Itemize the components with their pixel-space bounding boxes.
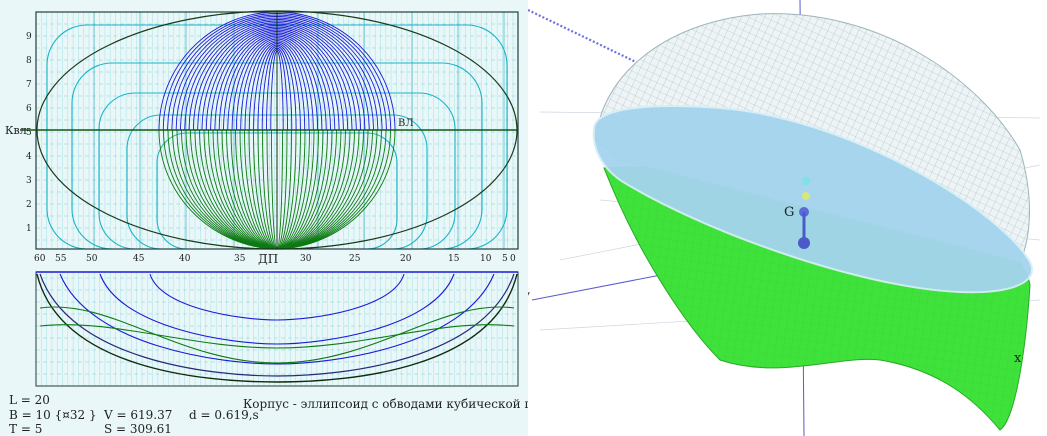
y-tick-label: 2 bbox=[26, 200, 32, 210]
x-tick-label: 35 bbox=[234, 254, 246, 264]
y-tick-label: 8 bbox=[26, 56, 32, 66]
plan-waterline bbox=[39, 273, 515, 377]
y-tick-label: 9 bbox=[26, 32, 32, 42]
x-tick-label: 30 bbox=[300, 254, 312, 264]
x-tick-label: 15 bbox=[448, 254, 460, 264]
y-axis-ticks: 1 2 3 4 5 6 7 8 9 bbox=[26, 32, 32, 234]
plan-waterline bbox=[99, 273, 455, 345]
x-tick-label: 20 bbox=[400, 254, 412, 264]
x-tick-label: 0 bbox=[510, 254, 516, 264]
y-tick-label: 3 bbox=[26, 176, 32, 186]
waterline-label-right: ВЛ bbox=[398, 118, 414, 129]
hull-3d-view: G y x bbox=[528, 0, 1047, 436]
hull-3d-canvas: G y x bbox=[528, 0, 1041, 436]
x-tick-label: 45 bbox=[133, 254, 145, 264]
x-tick-label: 40 bbox=[179, 254, 191, 264]
metacenter-marker bbox=[802, 177, 810, 185]
axis-x-label: x bbox=[1014, 351, 1022, 366]
buoyancy-center-marker bbox=[802, 192, 810, 200]
param-V: V = 619.37 bbox=[104, 408, 173, 422]
waterplane bbox=[592, 105, 1033, 294]
y-tick-label: 1 bbox=[26, 224, 32, 234]
x-tick-label: 10 bbox=[480, 254, 492, 264]
centerline-label: ДП bbox=[258, 252, 278, 266]
y-tick-label: 7 bbox=[26, 80, 32, 90]
y-tick-label: 5 bbox=[26, 128, 32, 138]
param-S: S = 309.61 bbox=[104, 422, 172, 436]
x-tick-label: 60 bbox=[34, 254, 46, 264]
axis-dotted-line bbox=[528, 9, 641, 65]
point-g-label: G bbox=[784, 205, 794, 220]
param-B: B = 10 {¤32 } bbox=[9, 408, 97, 422]
outer-ellipse-contour bbox=[36, 10, 518, 250]
axis-y-label: y bbox=[528, 288, 530, 304]
plan-waterline bbox=[39, 306, 515, 364]
waterline-label-left: Квл bbox=[5, 124, 27, 137]
plan-view bbox=[35, 271, 519, 387]
y-tick-label: 4 bbox=[26, 152, 32, 162]
y-tick-label: 6 bbox=[26, 104, 32, 114]
x-tick-label: 50 bbox=[86, 254, 98, 264]
plan-waterline bbox=[149, 273, 405, 321]
param-T: T = 5 bbox=[9, 422, 43, 436]
plan-grid bbox=[35, 272, 518, 387]
x-tick-label: 5 bbox=[502, 254, 508, 264]
plan-waterline bbox=[59, 273, 495, 365]
x-tick-label: 55 bbox=[55, 254, 67, 264]
plan-waterline bbox=[39, 324, 515, 349]
param-L: L = 20 bbox=[9, 393, 50, 407]
hull-caption: Корпус - эллипсоид с обводами кубической… bbox=[243, 397, 579, 411]
x-tick-label: 25 bbox=[349, 254, 361, 264]
plan-waterlines bbox=[36, 271, 518, 383]
param-d: d = 0.619,s bbox=[189, 408, 259, 422]
plan-waterline bbox=[36, 273, 518, 383]
